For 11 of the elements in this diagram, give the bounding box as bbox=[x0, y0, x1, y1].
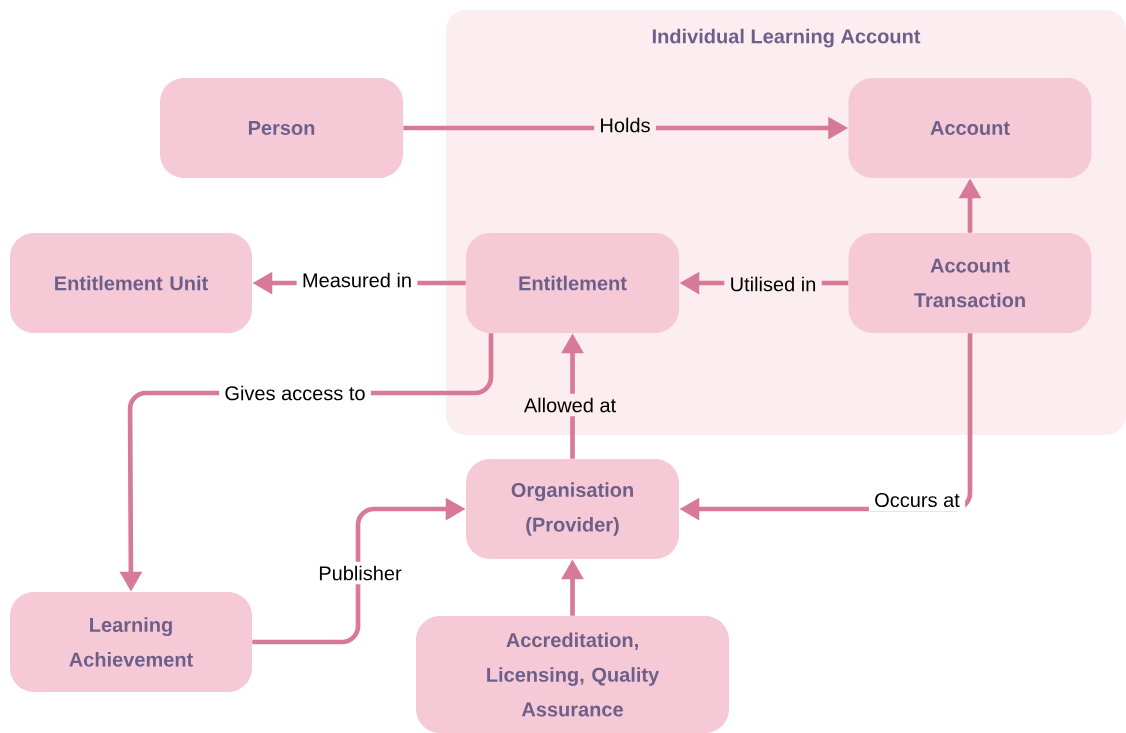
entity-box: Account Transaction bbox=[848, 233, 1092, 333]
entity-box: Person bbox=[160, 78, 403, 178]
edge-label: Holds bbox=[594, 113, 656, 137]
entity-box: Accreditation, Licensing, Quality Assurance bbox=[416, 616, 729, 733]
entity-box: Account bbox=[848, 78, 1092, 178]
entity-box: Entitlement bbox=[466, 233, 679, 333]
edge-label: Utilised in bbox=[724, 272, 822, 296]
entity-box: Entitlement Unit bbox=[10, 233, 252, 333]
entity-box: Learning Achievement bbox=[10, 592, 252, 692]
edge-label: Gives access to bbox=[219, 381, 371, 405]
entity-box: Organisation (Provider) bbox=[466, 459, 679, 559]
